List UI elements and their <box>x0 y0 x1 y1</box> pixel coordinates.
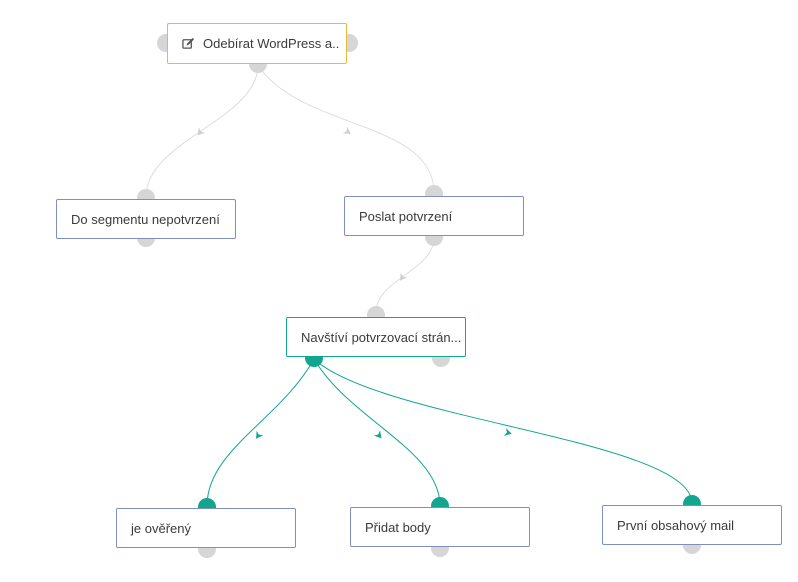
edge-start-to-send-confirm <box>257 64 435 194</box>
node-first-mail-label: První obsahový mail <box>617 517 735 533</box>
node-first-mail[interactable]: První obsahový mail <box>602 505 782 545</box>
node-add-points[interactable]: Přidat body <box>350 507 530 547</box>
edge-visit-page-to-verified <box>206 358 315 507</box>
node-add-points-label: Přidat body <box>365 519 431 535</box>
edge-visit-page-to-first-mail <box>313 358 693 504</box>
edge-send-confirm-to-visit-page <box>375 237 435 313</box>
edge-arrow-segment <box>197 127 206 136</box>
edge-arrow-send-confirm <box>342 126 351 135</box>
node-verified[interactable]: je ověřený <box>116 508 296 548</box>
edge-arrow-visit-page <box>399 272 408 281</box>
node-visit-page-label: Navštíví potvrzovací strán... <box>301 329 462 345</box>
node-send-confirm[interactable]: Poslat potvrzení <box>344 196 524 236</box>
edge-visit-page-to-add-points <box>313 358 441 507</box>
edge-arrow-verified <box>255 430 264 439</box>
node-segment[interactable]: Do segmentu nepotvrzení <box>56 199 236 239</box>
node-send-confirm-label: Poslat potvrzení <box>359 208 453 224</box>
edge-arrow-add-points <box>373 430 382 439</box>
node-visit-page[interactable]: Navštíví potvrzovací strán... <box>286 317 466 357</box>
edge-arrow-first-mail <box>503 428 512 436</box>
node-start-label: Odebírat WordPress a.. <box>203 36 340 51</box>
node-verified-label: je ověřený <box>131 520 191 536</box>
edge-start-to-segment <box>145 64 259 198</box>
edit-icon <box>182 37 195 50</box>
node-segment-label: Do segmentu nepotvrzení <box>71 211 220 227</box>
node-start-trigger[interactable]: Odebírat WordPress a.. <box>167 23 347 64</box>
